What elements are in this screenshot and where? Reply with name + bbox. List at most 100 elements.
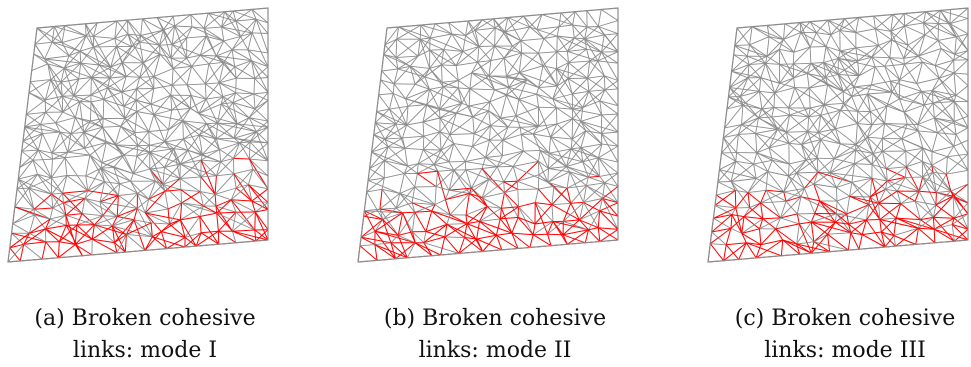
- mesh-link: [956, 128, 968, 135]
- mesh-link: [407, 106, 408, 125]
- mesh-link: [786, 201, 797, 214]
- mesh-link: [544, 39, 557, 52]
- mesh-link: [375, 123, 396, 124]
- mesh-link: [933, 103, 934, 118]
- mesh-link: [79, 63, 81, 79]
- mesh-link: [400, 174, 405, 194]
- mesh-link: [191, 15, 192, 27]
- mesh-link: [172, 69, 173, 86]
- mesh-link: [396, 56, 418, 58]
- mesh-link: [954, 73, 968, 86]
- mesh-link: [482, 20, 495, 28]
- caption-c: (c) Broken cohesive links: mode III: [700, 303, 971, 367]
- broken-link: [180, 220, 196, 246]
- mesh-link: [205, 83, 219, 84]
- mesh-link: [867, 137, 882, 138]
- broken-link: [724, 245, 727, 261]
- mesh-link: [32, 64, 48, 71]
- mesh-link: [420, 25, 421, 39]
- mesh-link: [34, 209, 35, 215]
- mesh-link: [807, 73, 809, 88]
- broken-link: [234, 158, 250, 159]
- broken-link: [152, 237, 185, 247]
- mesh-link: [384, 174, 404, 178]
- mesh-link: [932, 157, 948, 165]
- mesh-link: [479, 47, 491, 61]
- mesh-link: [772, 115, 790, 117]
- broken-link: [42, 242, 46, 259]
- broken-link: [152, 232, 161, 237]
- mesh-link: [516, 107, 539, 116]
- mesh-link: [192, 27, 224, 41]
- mesh-link: [855, 164, 873, 165]
- broken-link: [480, 221, 497, 235]
- mesh-link: [80, 102, 104, 119]
- mesh-link: [408, 89, 430, 106]
- mesh-link: [837, 201, 838, 214]
- mesh-link: [809, 88, 824, 105]
- mesh-link: [396, 106, 408, 124]
- mesh-link: [458, 80, 470, 88]
- broken-link: [467, 224, 496, 236]
- mesh-link: [440, 132, 441, 150]
- mesh-link: [447, 224, 467, 225]
- mesh-link: [730, 78, 748, 88]
- mesh-link: [513, 161, 538, 166]
- mesh-link: [479, 28, 495, 47]
- mesh-link: [879, 45, 890, 57]
- mesh-link: [954, 116, 968, 121]
- mesh-link: [465, 147, 472, 162]
- mesh-link: [503, 135, 521, 141]
- mesh-link: [843, 76, 859, 92]
- mesh-link: [587, 49, 590, 61]
- mesh-link: [856, 33, 879, 46]
- mesh-link: [729, 96, 741, 97]
- mesh-link: [389, 94, 393, 110]
- broken-link: [201, 233, 219, 244]
- broken-link: [776, 224, 800, 229]
- broken-link: [533, 224, 535, 235]
- broken-link: [512, 217, 518, 233]
- mesh-link: [183, 121, 184, 139]
- mesh-link: [182, 203, 217, 213]
- mesh-link: [816, 33, 826, 47]
- mesh-link: [470, 89, 495, 90]
- mesh-link: [430, 50, 442, 65]
- broken-link: [814, 222, 835, 242]
- mesh-link: [86, 155, 90, 176]
- mesh-link: [172, 66, 192, 85]
- broken-link: [538, 189, 552, 205]
- mesh-link: [539, 86, 558, 88]
- mesh-link: [932, 78, 939, 90]
- mesh-link: [521, 134, 533, 135]
- mesh-link: [256, 19, 268, 53]
- mesh-link: [935, 49, 941, 66]
- broken-link: [879, 203, 897, 218]
- broken-link: [851, 233, 859, 249]
- mesh-link: [748, 65, 749, 78]
- broken-link: [215, 176, 216, 195]
- mesh-link: [233, 94, 254, 103]
- mesh-link: [430, 24, 435, 38]
- mesh-link: [543, 52, 557, 66]
- broken-link: [477, 221, 480, 239]
- mesh-link: [103, 119, 121, 127]
- mesh-link: [474, 134, 489, 140]
- mesh-link: [566, 162, 582, 167]
- mesh-link: [454, 162, 466, 171]
- mesh-link: [91, 78, 110, 95]
- mesh-link: [118, 194, 137, 196]
- mesh-link: [521, 39, 544, 41]
- mesh-link: [131, 181, 149, 199]
- mesh-link: [601, 10, 618, 21]
- broken-link: [781, 240, 782, 256]
- mesh-link: [35, 42, 52, 44]
- mesh-link: [45, 56, 70, 59]
- broken-link: [936, 193, 937, 205]
- broken-link: [580, 220, 599, 228]
- mesh-link: [719, 161, 735, 169]
- mesh-link: [444, 34, 452, 50]
- broken-link: [519, 203, 536, 207]
- mesh-link: [201, 176, 217, 177]
- mesh-link: [521, 41, 522, 53]
